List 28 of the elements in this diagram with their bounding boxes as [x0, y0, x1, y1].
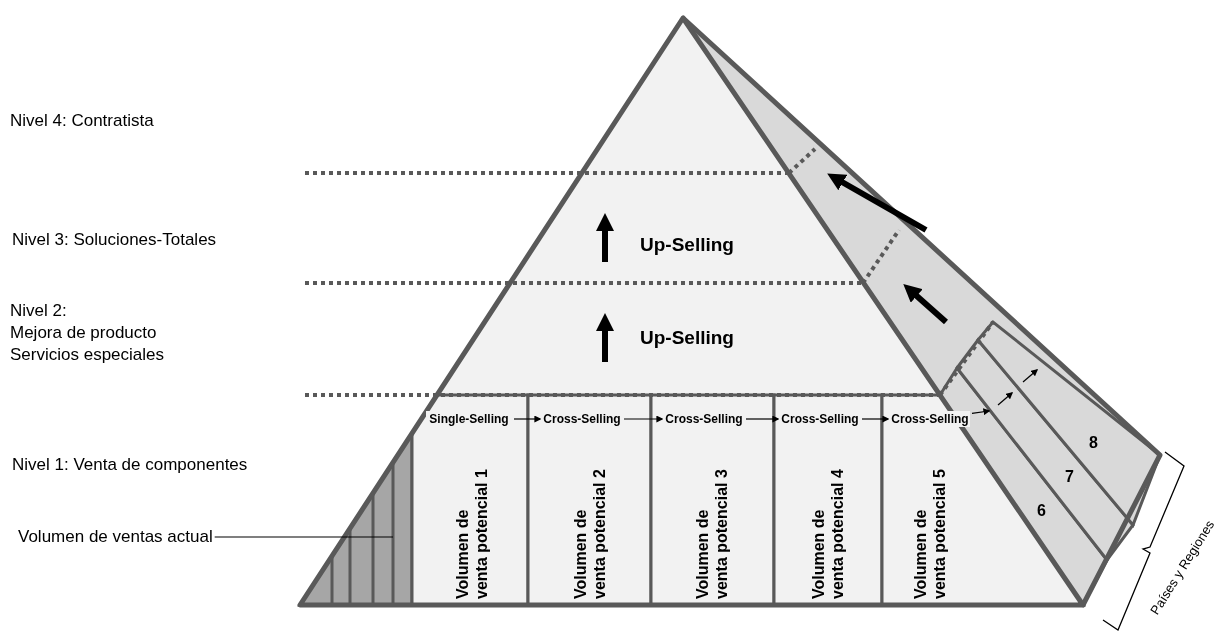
arrow: [861, 415, 890, 423]
step-label: Cross-Selling: [890, 411, 970, 427]
text-label: Volumen de ventas actual: [18, 526, 213, 548]
column-label: Volumen de venta potencial 1: [453, 468, 491, 599]
column-label: Volumen de venta potencial 4: [809, 468, 847, 599]
leader-line: [214, 536, 394, 538]
arrow: [997, 392, 1014, 406]
band-number: 8: [1089, 434, 1098, 452]
step-label: Up-Selling: [640, 327, 734, 349]
arrow: [513, 415, 542, 423]
arrow: [623, 415, 664, 423]
column-label: Volumen de venta potencial 3: [693, 468, 731, 599]
arrow: [745, 415, 780, 423]
arrow: [1022, 369, 1039, 383]
band-number: 7: [1065, 468, 1074, 486]
text-label: Nivel 2:: [10, 300, 67, 322]
step-label: Cross-Selling: [780, 411, 860, 427]
column-label: Volumen de venta potencial 2: [571, 468, 609, 599]
arrow: [971, 408, 991, 416]
step-label: Up-Selling: [640, 234, 734, 256]
band-number: 6: [1037, 502, 1046, 520]
text-label: Nivel 1: Venta de componentes: [12, 454, 248, 476]
step-label: Cross-Selling: [542, 411, 622, 427]
text-label: Nivel 4: Contratista: [10, 110, 154, 132]
text-label: Mejora de producto Servicios especiales: [10, 322, 165, 366]
text-label: Nivel 3: Soluciones-Totales: [12, 229, 217, 251]
column-label: Volumen de venta potencial 5: [911, 468, 949, 599]
step-label: Cross-Selling: [664, 411, 744, 427]
